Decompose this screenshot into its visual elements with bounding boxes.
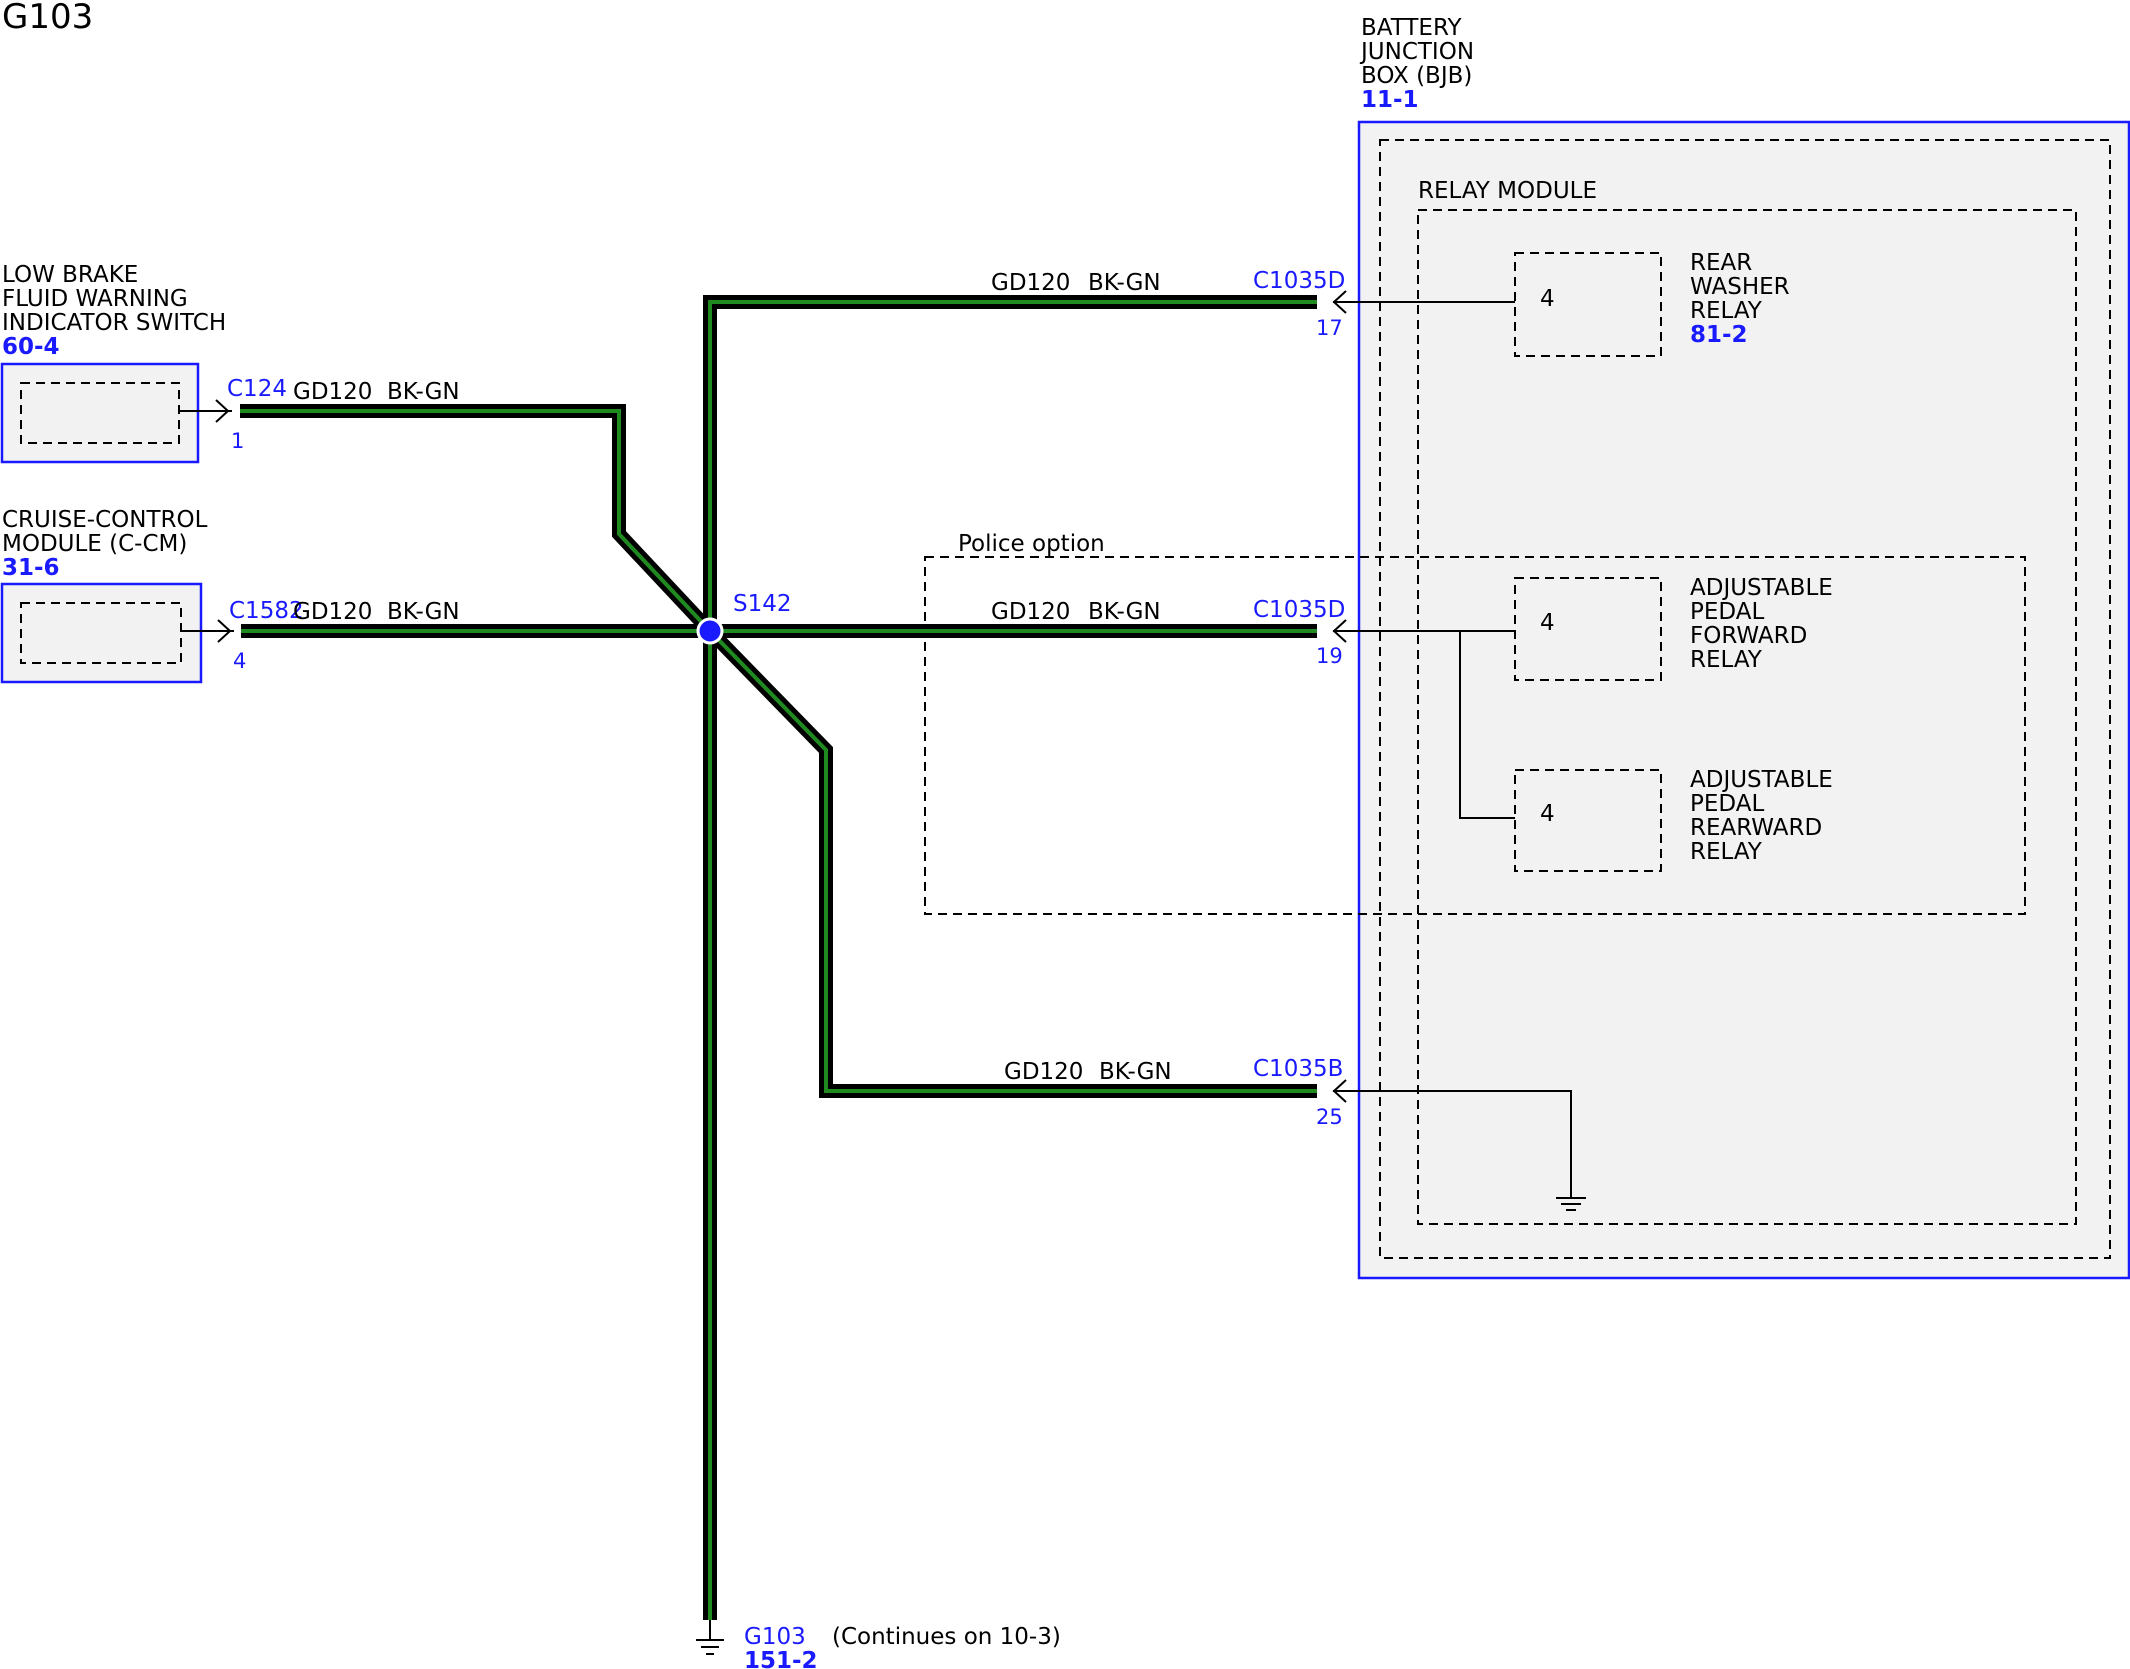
splice-name: S142 <box>733 591 792 617</box>
pedal-rearward-relay: 4 ADJUSTABLE PEDAL REARWARD RELAY <box>1514 767 1833 872</box>
bjb-label-line3: BOX (BJB) <box>1361 63 1472 89</box>
brake-switch-connector-arrow-icon <box>215 399 230 423</box>
wire-top-circuit: GD120 <box>991 270 1070 296</box>
connector-bottom-pin: 25 <box>1316 1105 1343 1129</box>
splice-s142: S142 <box>696 591 792 645</box>
rear-washer-relay-label-2: WASHER <box>1690 274 1790 300</box>
rear-washer-relay: 4 REAR WASHER RELAY 81-2 <box>1514 250 1790 357</box>
pedal-rearward-relay-label-1: ADJUSTABLE <box>1690 767 1833 793</box>
brake-switch-pin: 1 <box>231 429 244 453</box>
pedal-rearward-relay-box <box>1514 769 1662 872</box>
splice-dot <box>696 617 724 645</box>
brake-switch-label-2: FLUID WARNING <box>2 286 188 312</box>
wire-top-color: BK-GN <box>1088 270 1161 296</box>
ground-reference[interactable]: 151-2 <box>744 1648 818 1669</box>
wire-label-brake-switch: GD120 BK-GN <box>293 379 460 405</box>
connector-bottom-arrow-icon <box>1332 1079 1347 1103</box>
low-brake-fluid-switch: LOW BRAKE FLUID WARNING INDICATOR SWITCH… <box>0 262 287 464</box>
police-option: Police option <box>924 531 2026 915</box>
internal-wire-pedal-rearward <box>1459 631 1515 819</box>
cruise-module-outline <box>0 582 203 684</box>
harness-wire-rear-washer <box>703 295 1317 631</box>
connector-top-name[interactable]: C1035D <box>1253 268 1345 294</box>
connector-c1035d-17: C1035D 17 <box>1253 268 1347 340</box>
relay-module-boundary <box>1417 209 2077 1225</box>
connector-c1035b-25: C1035B 25 <box>1253 1056 1347 1129</box>
brake-switch-reference[interactable]: 60-4 <box>2 334 60 360</box>
bjb-inner-boundary <box>1379 139 2111 1259</box>
bjb-reference[interactable]: 11-1 <box>1361 87 1419 113</box>
bjb-internal-wiring <box>1333 301 1586 1211</box>
bjb-label-line2: JUNCTION <box>1359 39 1474 65</box>
connector-middle-arrow-icon <box>1332 619 1347 643</box>
pedal-forward-relay-label-3: FORWARD <box>1690 623 1807 649</box>
connector-middle-name[interactable]: C1035D <box>1253 597 1345 623</box>
bjb-outline <box>1357 120 2130 1280</box>
ground-icon <box>696 1639 724 1655</box>
cruise-module-reference[interactable]: 31-6 <box>2 555 60 581</box>
cruise-module-pin: 4 <box>233 649 246 673</box>
brake-switch-label-3: INDICATOR SWITCH <box>2 310 226 336</box>
pedal-forward-relay-label-1: ADJUSTABLE <box>1690 575 1833 601</box>
pedal-forward-relay: 4 ADJUSTABLE PEDAL FORWARD RELAY <box>1514 575 1833 681</box>
cruise-module-inner <box>20 602 182 664</box>
pedal-rearward-relay-label-2: PEDAL <box>1690 791 1764 817</box>
police-option-label: Police option <box>958 531 1105 557</box>
cruise-module-label-2: MODULE (C-CM) <box>2 531 187 557</box>
ground-continuation-note[interactable]: (Continues on 10-3) <box>832 1624 1061 1650</box>
connector-top-pin: 17 <box>1316 316 1343 340</box>
rear-washer-relay-pin: 4 <box>1540 286 1555 312</box>
connector-c1035d-19: C1035D 19 <box>1253 597 1347 668</box>
wire-middle-color: BK-GN <box>1088 599 1161 625</box>
battery-junction-box: BATTERY JUNCTION BOX (BJB) 11-1 <box>1357 15 2130 1280</box>
wire-bottom-circuit: GD120 <box>1004 1059 1083 1085</box>
pedal-rearward-relay-pin: 4 <box>1540 801 1555 827</box>
rear-washer-relay-box <box>1514 252 1662 357</box>
rear-washer-relay-label-3: RELAY <box>1690 298 1763 324</box>
brake-switch-connector[interactable]: C124 <box>227 376 287 402</box>
pedal-forward-relay-pin: 4 <box>1540 610 1555 636</box>
wire-label-bottom: GD120 BK-GN <box>1004 1059 1172 1085</box>
wire-bottom-color: BK-GN <box>1099 1059 1172 1085</box>
wire-label-cruise-module: GD120 BK-GN <box>293 599 460 625</box>
cruise-module-connector-arrow-icon <box>217 619 232 643</box>
diagram-title: G103 <box>2 0 93 37</box>
wire-brake-circuit: GD120 <box>293 379 372 405</box>
wire-brake-color: BK-GN <box>387 379 460 405</box>
cruise-module-connector[interactable]: C1582 <box>229 598 304 624</box>
relay-module-label: RELAY MODULE <box>1418 178 1597 204</box>
pedal-forward-relay-label-4: RELAY <box>1690 647 1763 673</box>
connector-top-arrow-icon <box>1332 290 1347 314</box>
connector-bottom-name[interactable]: C1035B <box>1253 1056 1343 1082</box>
relay-module: RELAY MODULE <box>1417 178 2077 1225</box>
rear-washer-relay-reference[interactable]: 81-2 <box>1690 322 1748 348</box>
wire-middle-circuit: GD120 <box>991 599 1070 625</box>
bjb-label-line1: BATTERY <box>1361 15 1462 41</box>
ground-name: G103 <box>744 1624 806 1650</box>
wire-label-middle: GD120 BK-GN <box>991 599 1161 625</box>
police-option-boundary <box>924 556 2026 915</box>
pedal-rearward-relay-label-4: RELAY <box>1690 839 1763 865</box>
wire-cruise-color: BK-GN <box>387 599 460 625</box>
rear-washer-relay-label-1: REAR <box>1690 250 1752 276</box>
pedal-rearward-relay-label-3: REARWARD <box>1690 815 1822 841</box>
internal-ground-icon <box>1556 1197 1586 1211</box>
wire-cruise-circuit: GD120 <box>293 599 372 625</box>
harness-wire-brake-switch <box>240 404 716 636</box>
harness-wire-ground-internal <box>704 626 1317 1098</box>
cruise-control-module: CRUISE-CONTROL MODULE (C-CM) 31-6 C1582 … <box>0 507 304 684</box>
brake-switch-label-1: LOW BRAKE <box>2 262 138 288</box>
wire-label-top: GD120 BK-GN <box>991 270 1161 296</box>
connector-middle-pin: 19 <box>1316 644 1343 668</box>
pedal-forward-relay-box <box>1514 577 1662 681</box>
brake-switch-outline <box>0 362 200 464</box>
cruise-module-label-1: CRUISE-CONTROL <box>2 507 208 533</box>
ground-g103: G103 151-2 (Continues on 10-3) <box>696 1620 1061 1669</box>
pedal-forward-relay-label-2: PEDAL <box>1690 599 1764 625</box>
brake-switch-inner <box>20 382 180 444</box>
internal-wire-ground <box>1333 1090 1572 1198</box>
